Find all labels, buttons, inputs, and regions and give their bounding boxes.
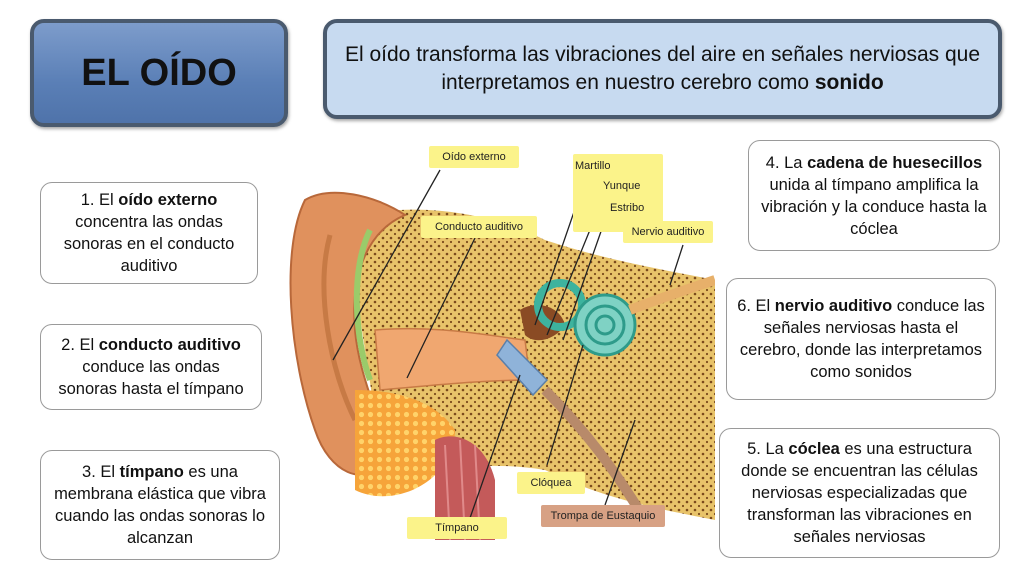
label-estribo: Estribo bbox=[610, 202, 645, 214]
intro-box: El oído transforma las vibraciones del a… bbox=[323, 19, 1002, 119]
note-oido-externo: 1. El oído externo concentra las ondas s… bbox=[40, 182, 258, 284]
intro-text: El oído transforma las vibraciones del a… bbox=[344, 43, 980, 94]
note-nervio-auditivo: 6. El nervio auditivo conduce las señale… bbox=[726, 278, 996, 400]
title-box: EL OÍDO bbox=[30, 19, 288, 127]
label-timpano: Tímpano bbox=[407, 517, 507, 539]
note-conducto-auditivo: 2. El conducto auditivo conduce las onda… bbox=[40, 324, 262, 410]
label-huesecillos-box bbox=[573, 154, 663, 232]
label-yunque: Yunque bbox=[603, 180, 641, 192]
note-timpano: 3. El tímpano es una membrana elástica q… bbox=[40, 450, 280, 560]
label-trompa-eustaquio: Trompa de Eustaquio bbox=[541, 505, 665, 527]
note-coclea: 5. La cóclea es una estructura donde se … bbox=[719, 428, 1000, 558]
page-title: EL OÍDO bbox=[81, 51, 237, 94]
label-nervio-auditivo: Nervio auditivo bbox=[623, 221, 713, 243]
label-oido-externo: Oído externo bbox=[429, 146, 519, 168]
ear-diagram: Oído externo Martillo Yunque Estribo Con… bbox=[285, 140, 717, 550]
note-huesecillos: 4. La cadena de huesecillos unida al tím… bbox=[748, 140, 1000, 251]
label-conducto-auditivo: Conducto auditivo bbox=[421, 216, 537, 238]
label-martillo: Martillo bbox=[575, 160, 611, 172]
label-cloquea: Clóquea bbox=[517, 472, 585, 494]
ear-illustration bbox=[289, 169, 717, 541]
